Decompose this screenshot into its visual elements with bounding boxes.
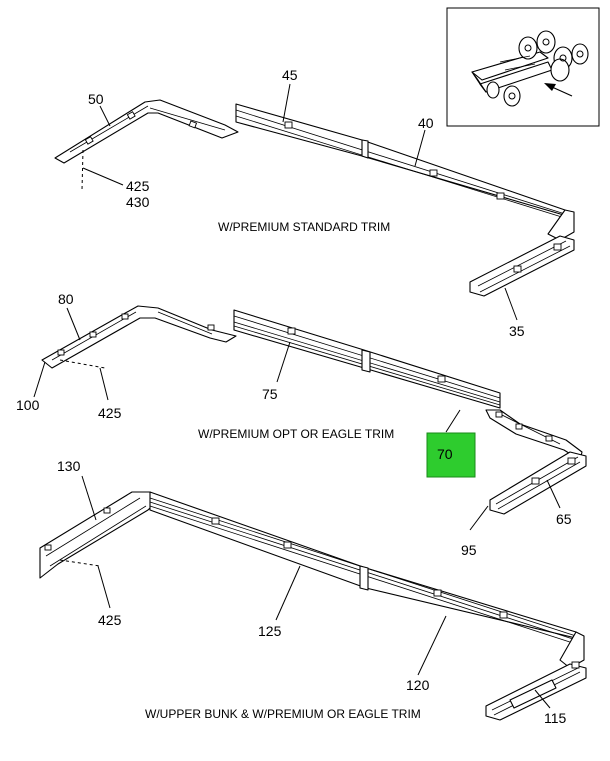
leader-425-mid	[99, 367, 109, 401]
leader-130	[81, 475, 97, 521]
callout-115: 115	[544, 710, 567, 726]
part-50-strip	[54, 99, 239, 164]
locator-arrow-icon	[544, 83, 573, 97]
callout-40: 40	[418, 115, 434, 131]
callout-120: 120	[406, 677, 430, 693]
part-75-rail	[233, 309, 501, 409]
callout-45: 45	[282, 67, 298, 83]
leader-45	[282, 83, 291, 123]
part-35-end	[469, 235, 575, 297]
callout-80: 80	[58, 291, 74, 307]
leader-70	[445, 409, 461, 433]
callout-425-top: 425	[126, 178, 150, 194]
caption-standard-trim: W/PREMIUM STANDARD TRIM	[218, 220, 390, 234]
callout-125: 125	[258, 623, 282, 639]
leader-40	[414, 129, 426, 167]
leader-35	[504, 287, 518, 321]
leader-425-bottom	[97, 565, 111, 609]
leader-425-bottom-dashed	[59, 559, 101, 567]
highlight-70-box[interactable]	[426, 432, 476, 478]
part-130-corner	[39, 491, 159, 579]
leader-115	[534, 689, 551, 709]
assembly-standard-trim: 50 45 40 425 430 35 W/PREMIUM STANDARD T…	[54, 67, 575, 339]
part-115-end	[485, 661, 587, 721]
assembly-opt-eagle-trim: 80 100 425 75 70 65 95 W/PREMIUM OPT OR …	[16, 291, 587, 558]
leader-95	[469, 505, 489, 531]
callout-430: 430	[126, 194, 150, 210]
callout-425-mid: 425	[98, 405, 122, 421]
leader-120	[417, 615, 447, 676]
part-120-125-rail	[149, 491, 585, 669]
callout-50: 50	[88, 91, 104, 107]
part-40-rail	[235, 103, 575, 241]
callout-65: 65	[556, 511, 572, 527]
part-65-end	[489, 451, 587, 515]
leader-75	[276, 341, 291, 383]
callout-425-bottom: 425	[98, 612, 122, 628]
locator-inset	[446, 7, 600, 127]
callout-100: 100	[16, 397, 40, 413]
leader-65	[546, 479, 561, 509]
chassis-icon	[471, 30, 589, 107]
leader-100	[33, 361, 46, 398]
leader-425-430	[82, 167, 124, 186]
callout-35: 35	[509, 323, 525, 339]
leader-125	[275, 565, 301, 621]
callout-130: 130	[57, 458, 81, 474]
callout-95: 95	[461, 542, 477, 558]
caption-opt-eagle-trim: W/PREMIUM OPT OR EAGLE TRIM	[198, 427, 394, 441]
leader-425-430-dashed	[81, 149, 84, 191]
callout-75: 75	[262, 386, 278, 402]
part-70-strip	[485, 409, 583, 461]
leader-80	[66, 307, 81, 341]
assembly-upper-bunk-trim: 130 425 125 120 115 W/UPPER BUNK & W/PRE…	[39, 458, 587, 726]
caption-upper-bunk-trim: W/UPPER BUNK & W/PREMIUM OR EAGLE TRIM	[145, 707, 421, 721]
part-80-strip	[41, 305, 237, 369]
leader-425-mid-dashed	[59, 359, 106, 369]
leader-50	[99, 105, 111, 127]
callout-70[interactable]: 70	[437, 446, 453, 462]
